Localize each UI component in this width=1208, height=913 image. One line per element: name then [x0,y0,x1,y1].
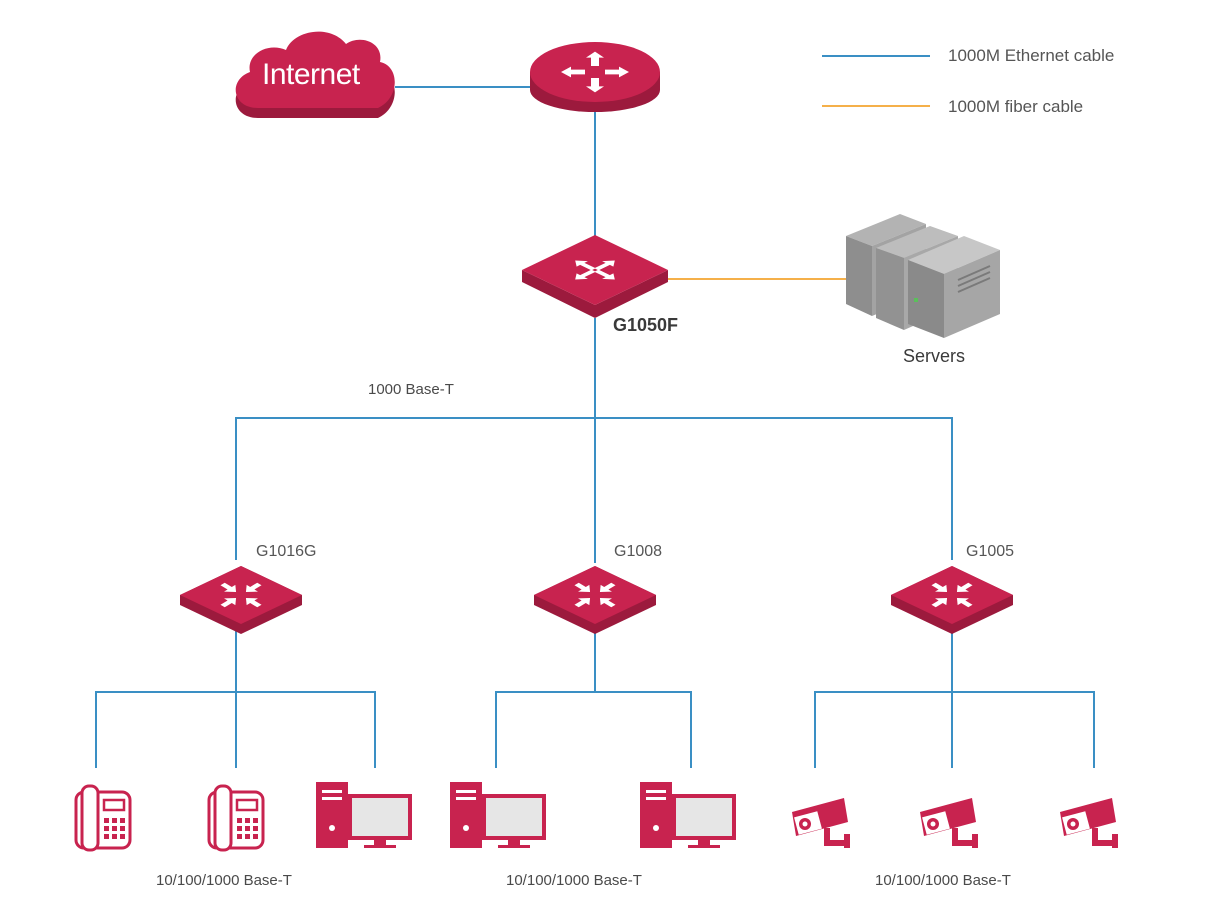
access-switch-icon [180,566,302,634]
endpoint-speed-label: 10/100/1000 Base-T [875,872,1011,889]
uplink-label: 1000 Base-T [368,381,454,398]
internet-cloud-icon [235,31,395,118]
endpoint-speed-label: 10/100/1000 Base-T [156,872,292,889]
access-switch-label: G1016G [256,543,317,560]
access-switch-label: G1008 [614,543,663,560]
internet-label: Internet [262,58,360,91]
ip-camera-icon [920,798,978,848]
middle-access-cables [495,630,692,768]
legend-ethernet-label: 1000M Ethernet cable [948,46,1115,65]
desktop-pc-icon [640,782,736,848]
servers-label: Servers [903,346,966,366]
core-switch-label: G1050F [613,315,679,335]
left-access-cables [95,630,376,768]
cables [95,55,1095,768]
ip-phone-icon [74,784,132,852]
desktop-pc-icon [316,782,412,848]
endpoint-speed-label: 10/100/1000 Base-T [506,872,642,889]
ip-phone-icon [207,784,265,852]
ip-camera-icon [792,798,850,848]
ip-camera-icon [1060,798,1118,848]
distribution-bus [235,417,953,563]
right-access-cables [814,630,1095,768]
access-switch-icon [891,566,1013,634]
core-switch-icon [522,235,668,318]
access-switch-label: G1005 [966,543,1015,560]
access-switch-icon [534,566,656,634]
desktop-pc-icon [450,782,546,848]
router-icon [530,42,660,112]
legend-fiber-label: 1000M fiber cable [948,97,1084,116]
servers-icon [846,214,1000,338]
